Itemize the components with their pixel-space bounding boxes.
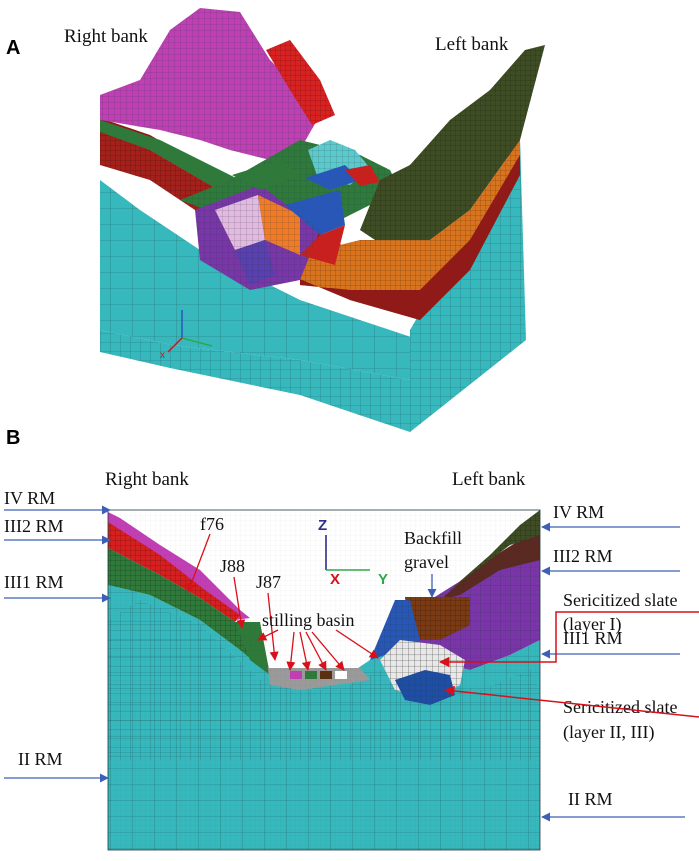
sericite-i-line1: Sericitized slate [563,590,677,610]
left-label-iii1-rm: III1 RM [4,572,64,592]
stilling-basin-label: stilling basin [262,610,355,630]
panel-a-right-bank-label: Right bank [64,26,148,47]
sericite-ii-iii-line1: Sericitized slate [563,697,677,717]
fault-j87-label: J87 [256,572,281,592]
right-rm-labels: IV RM III2 RM III1 RM II RM [541,502,685,822]
sericite-ii-iii-line2: (layer II, III) [563,722,654,743]
panel-b: B [4,427,699,851]
sericite-i-line2: (layer I) [563,614,621,635]
fault-j88-label: J88 [220,556,245,576]
stilling-basin-callout: stilling basin [257,610,379,671]
left-rm-labels: IV RM III2 RM III1 RM II RM [4,488,111,783]
right-label-iv-rm: IV RM [553,502,604,522]
right-label-iii1-rm: III1 RM [563,628,623,648]
backfill-callout: Backfill gravel [404,528,462,598]
left-label-ii-rm: II RM [18,749,63,769]
left-label-iv-rm: IV RM [4,488,55,508]
panel-a: A [6,8,545,432]
backfill-label-line2: gravel [404,552,449,572]
fault-f76-label: f76 [200,514,224,534]
panel-b-left-bank-label: Left bank [452,469,526,490]
panel-b-right-bank-label: Right bank [105,469,189,490]
axis-z-label: Z [318,517,327,534]
fault-labels: f76 J88 J87 [186,514,281,661]
left-label-iii2-rm: III2 RM [4,516,64,536]
panel-a-left-bank-label: Left bank [435,34,509,55]
axis-indicator-b: Z X Y [318,517,388,588]
axis-x-label: X [330,571,340,588]
panel-a-letter: A [6,37,20,59]
panel-b-letter: B [6,427,20,449]
triad-x-label: x [160,350,165,361]
coordinate-triad-a: x [160,310,213,361]
sericite-callouts: Sericitized slate (layer I) Sericitized … [438,590,699,743]
stilling-basin-3d [195,160,380,290]
axis-y-label: Y [378,571,388,588]
right-label-iii2-rm: III2 RM [553,546,613,566]
right-label-ii-rm: II RM [568,789,613,809]
backfill-label-line1: Backfill [404,528,462,548]
